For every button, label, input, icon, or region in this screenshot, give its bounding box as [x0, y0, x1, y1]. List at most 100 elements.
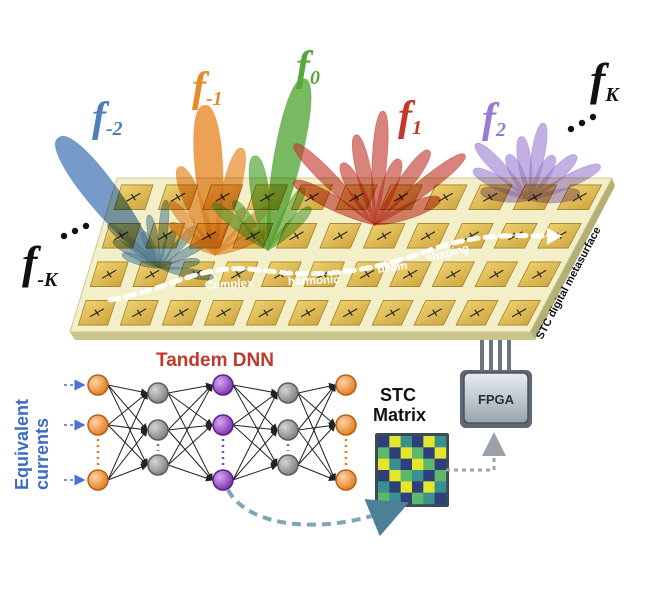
network-node	[212, 374, 234, 396]
diode-icon	[342, 308, 358, 318]
network-edge	[232, 424, 278, 433]
network-edge	[297, 392, 336, 481]
diode-icon	[216, 308, 231, 318]
network-node	[212, 414, 234, 436]
network-node	[147, 419, 169, 441]
matrix-cell	[378, 436, 390, 448]
matrix-cell	[400, 492, 413, 505]
matrix-cell	[389, 458, 401, 471]
diode-icon	[531, 269, 547, 279]
diode-icon	[89, 308, 105, 318]
matrix-cell	[400, 481, 413, 493]
matrix-cell	[423, 458, 435, 471]
network-title: Tandem DNN	[156, 350, 274, 371]
beam-lobe	[168, 200, 216, 257]
diode-icon	[376, 231, 392, 241]
network-edge	[107, 424, 148, 466]
network-edge	[107, 392, 148, 426]
diode-icon	[300, 308, 316, 318]
matrix-cell	[389, 492, 401, 505]
diode-icon	[359, 269, 375, 279]
beam-lobe	[211, 202, 270, 251]
matrix-cell	[412, 436, 424, 448]
freq-label-1: f1	[398, 94, 422, 140]
freq-subscript: 1	[412, 117, 422, 139]
network-edge	[232, 392, 278, 426]
network-node	[277, 382, 299, 404]
harmonic-beams	[55, 78, 601, 281]
beam-lobe	[374, 195, 441, 226]
diode-icon	[144, 269, 160, 279]
diode-icon	[402, 269, 418, 279]
network-node	[277, 419, 299, 441]
freq-letter: f	[192, 65, 210, 111]
network-node	[277, 454, 299, 476]
matrix-cell	[423, 492, 435, 505]
diode-icon	[174, 308, 189, 318]
beam-lobe	[529, 188, 580, 204]
network-edge	[167, 422, 213, 431]
input-label: Equivalent currents	[12, 394, 52, 490]
input-label-line-2: currents	[32, 418, 52, 490]
network-edge	[232, 384, 278, 431]
freq-label-minus-1: f-1	[192, 65, 223, 111]
network-edge	[167, 382, 213, 394]
freq-letter: f	[398, 94, 416, 140]
freq-subscript: 0	[310, 67, 320, 89]
network-node	[335, 374, 357, 396]
matrix-label-line-1: STC	[380, 385, 416, 405]
matrix-cell	[378, 458, 390, 471]
freq-subscript: -1	[206, 88, 223, 110]
network-edge	[232, 463, 278, 481]
matrix-cell	[400, 470, 413, 482]
beam-shaping-word-3: beam	[377, 260, 408, 276]
diode-icon	[488, 269, 504, 279]
network-node	[87, 414, 109, 436]
matrix-cell	[378, 481, 390, 493]
freq-letter: f	[22, 237, 42, 288]
network-edge	[107, 463, 148, 481]
matrix-cell	[400, 436, 413, 448]
freq-label-minus-2: f-2	[92, 95, 123, 141]
diode-icon	[333, 231, 348, 241]
matrix-to-fpga-arrow	[446, 432, 506, 472]
diode-icon	[420, 231, 436, 241]
freq-letter: f	[590, 54, 610, 105]
network-edge	[297, 392, 336, 426]
network-edge	[167, 429, 213, 481]
network-edge	[232, 384, 278, 396]
network-edge	[107, 384, 148, 466]
diode-icon	[289, 231, 304, 241]
diode-icon	[258, 308, 274, 318]
dnn-to-matrix-arrow	[226, 488, 410, 537]
matrix-cell	[412, 481, 424, 493]
matrix-cell	[423, 447, 435, 459]
matrix-cell	[412, 447, 424, 459]
network-edge	[297, 464, 336, 481]
beam-lobe	[267, 206, 312, 251]
network-node	[147, 454, 169, 476]
network-edge	[297, 429, 336, 481]
matrix-cell	[389, 447, 401, 459]
freq-label-minus-k: f-K	[22, 237, 59, 291]
fpga-label: FPGA	[478, 392, 515, 407]
network-edge	[297, 424, 336, 466]
network-edge	[167, 392, 213, 426]
beam-lobe	[248, 155, 272, 252]
diode-icon	[511, 308, 527, 318]
network-node	[147, 382, 169, 404]
matrix-cell	[423, 470, 435, 482]
matrix-cell	[434, 458, 447, 471]
network-edges	[107, 382, 336, 482]
freq-label-0: f0	[296, 44, 320, 90]
diode-icon	[445, 269, 461, 279]
network-edge	[167, 384, 213, 431]
network-edge	[167, 464, 213, 482]
diode-icon	[126, 192, 141, 202]
freq-label-2: f2	[482, 96, 506, 142]
matrix-cell	[434, 436, 447, 448]
freq-subscript: -K	[37, 269, 59, 291]
freq-letter: f	[92, 95, 110, 141]
ellipsis-right	[567, 113, 597, 133]
diode-icon	[230, 269, 246, 279]
